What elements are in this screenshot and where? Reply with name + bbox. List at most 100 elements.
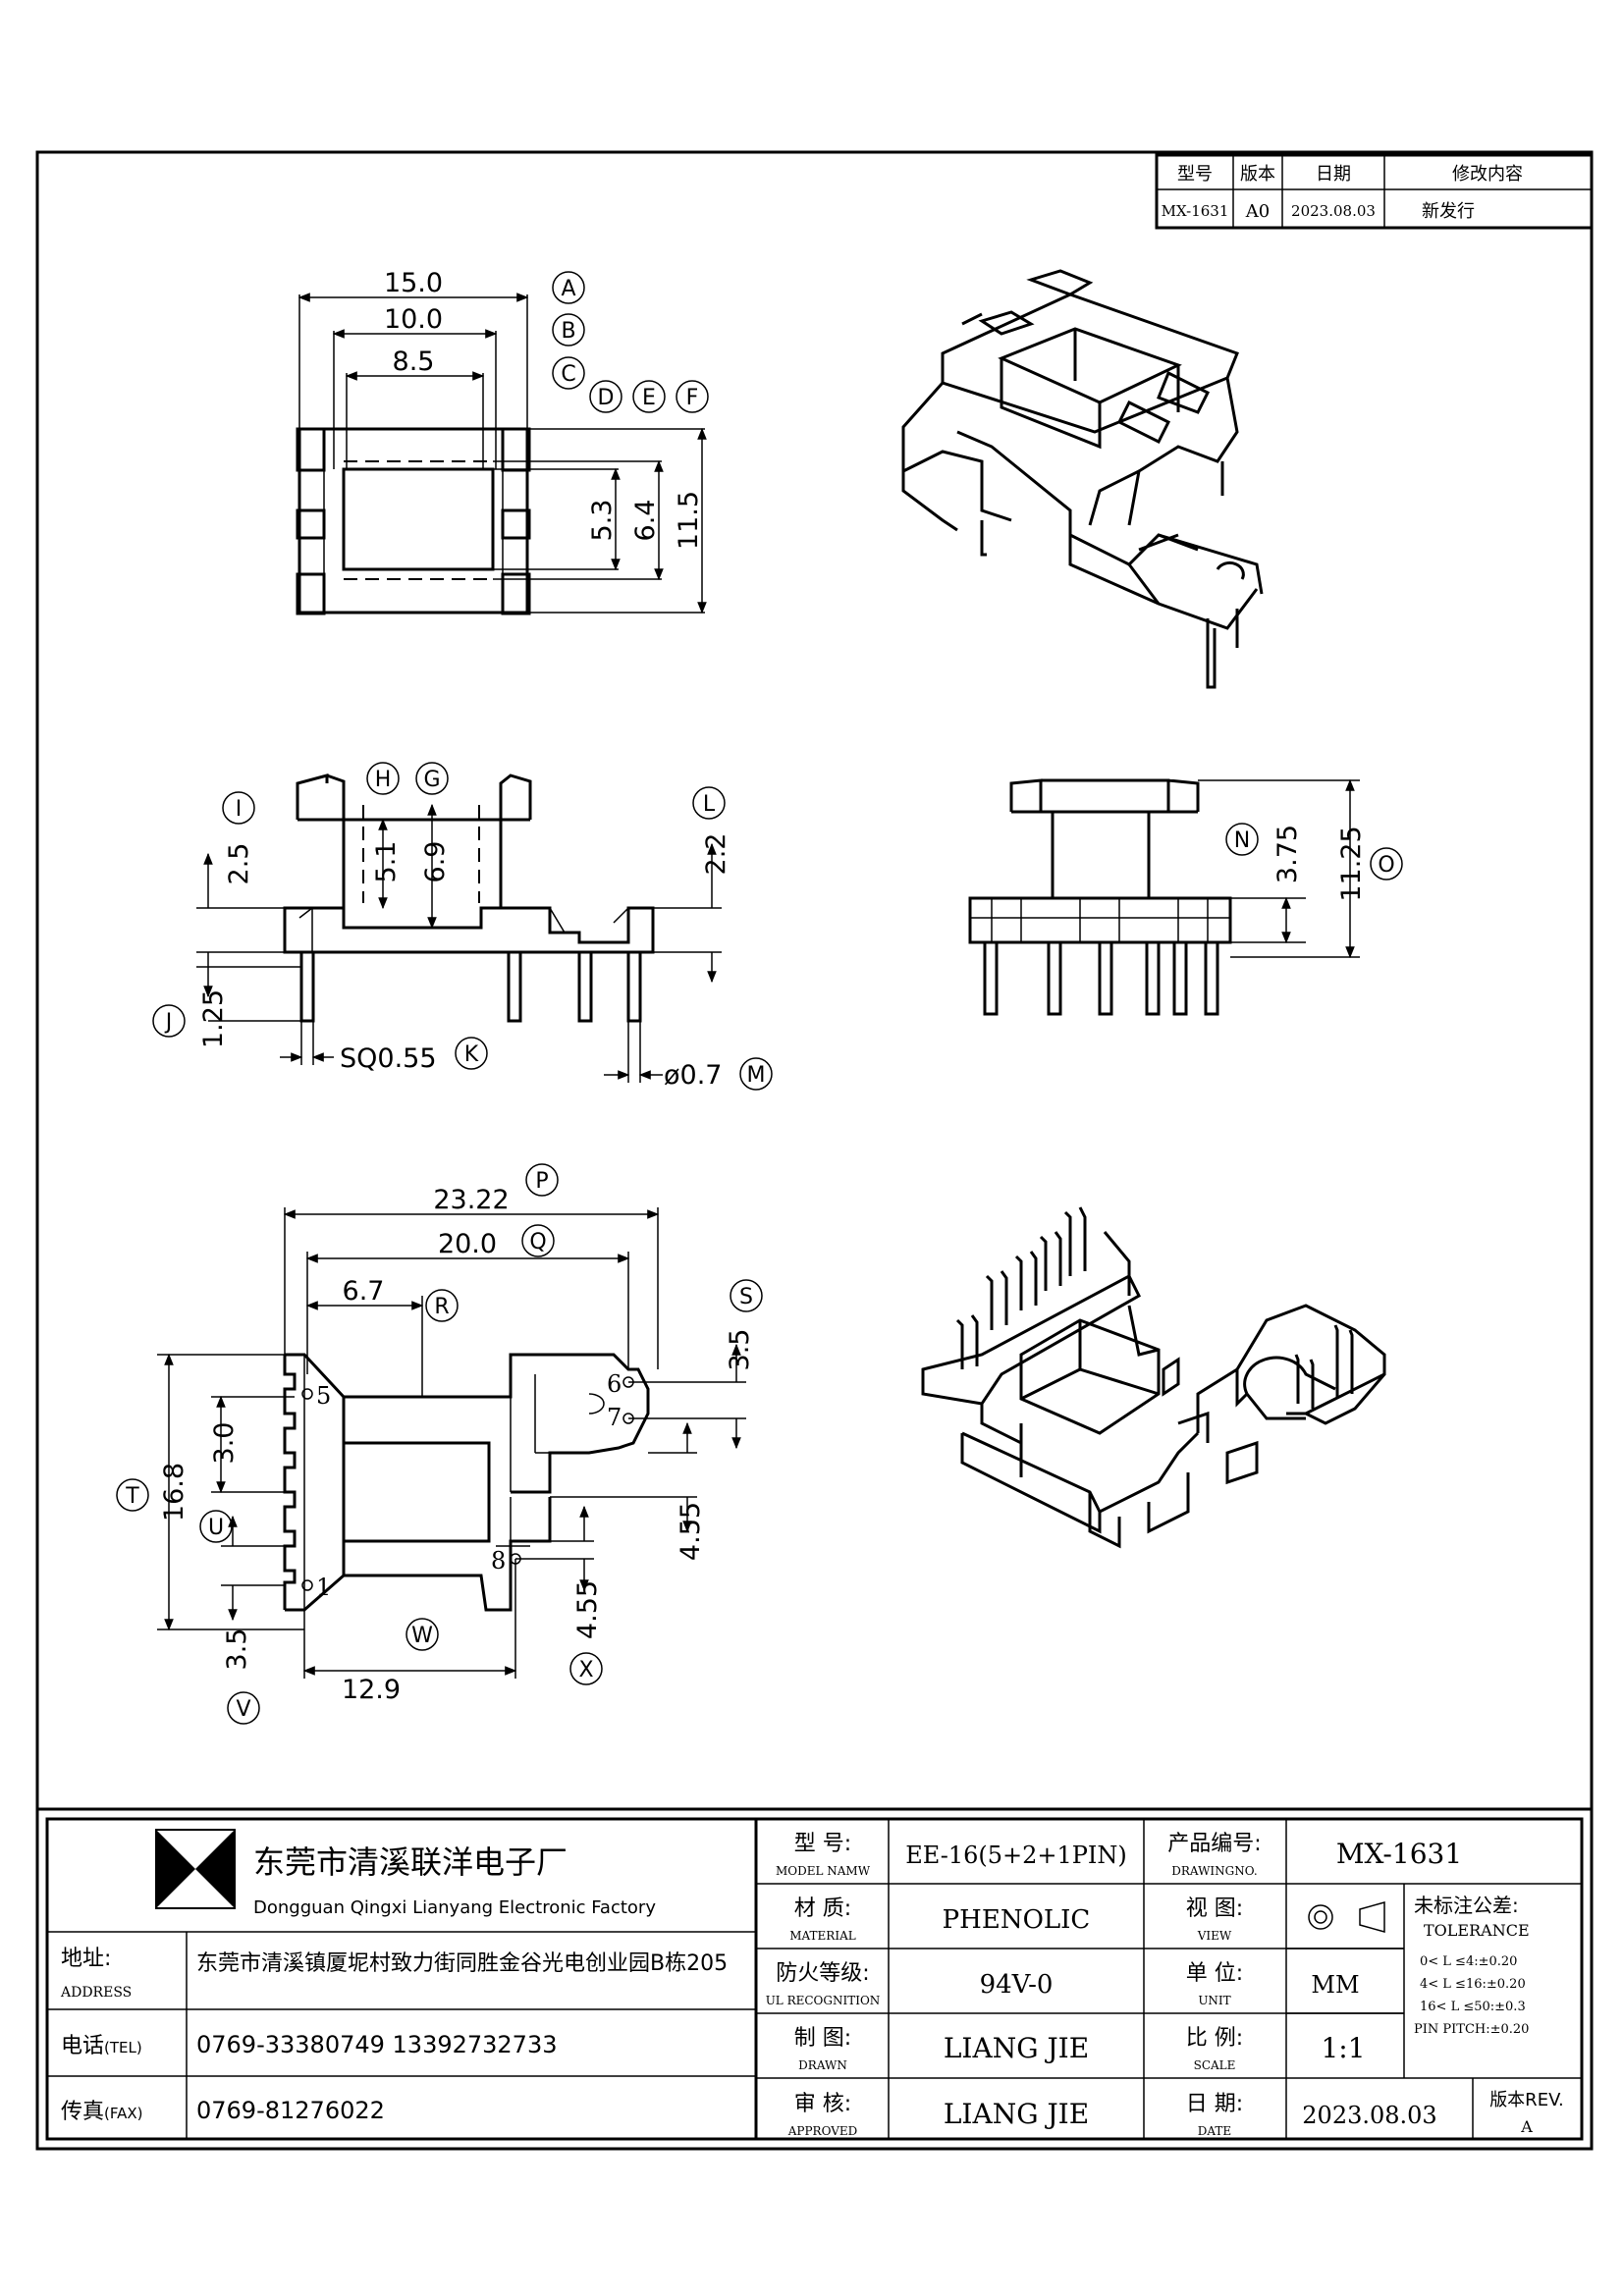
drawing-no-value: MX-1631 [1336,1838,1462,1870]
callout-I: I [236,797,243,822]
fax-value: 0769-81276022 [196,2097,385,2124]
tolerance-en: TOLERANCE [1424,1921,1530,1940]
dim-15-0: 15.0 [384,268,443,298]
callout-A: A [561,277,575,301]
dim-10-0: 10.0 [384,304,443,335]
dim-1-25: 1.25 [198,989,229,1048]
callout-Q: Q [529,1230,546,1255]
callout-D: D [598,386,615,410]
material-label-en: MATERIAL [789,1929,856,1943]
tolerance-line-1: 0< L ≤4:±0.20 [1420,1954,1517,1969]
scale-label-en: SCALE [1194,2058,1236,2072]
dim-3-0-right: 4.55 [676,1502,706,1561]
tolerance-line-3: 16< L ≤50:±0.3 [1420,2000,1526,2014]
callout-J: J [164,1010,173,1035]
material-label: 材 质: [794,1896,851,1921]
flame-label-en: UL RECOGNITION [766,1994,881,2007]
callout-U: U [208,1516,224,1540]
callout-O: O [1378,853,1394,878]
model-label: 型 号: [794,1832,851,1856]
callout-X: X [578,1658,593,1682]
company-name-en: Dongguan Qingxi Lianyang Electronic Fact… [253,1897,656,1918]
material-value: PHENOLIC [943,1905,1091,1935]
dim-11-25: 11.25 [1336,826,1367,901]
model-value: EE-16(5+2+1PIN) [905,1842,1127,1869]
callout-W: W [411,1624,433,1648]
dim-20-0: 20.0 [438,1229,497,1259]
drawing-no-label-en: DRAWINGNO. [1171,1864,1257,1878]
tel-value: 0769-33380749 13392732733 [196,2031,558,2058]
pin-7: 7 [607,1404,622,1431]
rev-cell-content: 新发行 [1422,201,1475,222]
drawn-label-en: DRAWN [798,2058,847,2072]
isometric-view-bottom [921,1206,1386,1549]
callout-P: P [535,1169,548,1194]
callout-G: G [423,768,440,792]
rev-value: A [1520,2117,1533,2136]
factory-logo [155,1829,236,1909]
dim-sq0-55: SQ0.55 [340,1043,437,1074]
dim-5-1: 5.1 [371,841,402,883]
pin-6: 6 [607,1370,622,1398]
address-label-en: ADDRESS [60,1985,132,2001]
dim-23-22: 23.22 [433,1185,509,1215]
revision-table: 型号 版本 日期 修改内容 MX-1631 A0 2023.08.03 新发行 [1155,153,1594,230]
rev-header-version: 版本 [1240,164,1275,185]
dim-3-75: 3.75 [1272,825,1303,883]
flame-value: 94V-0 [980,1970,1054,2000]
rev-label: 版本REV. [1489,2090,1564,2110]
dim-5-3: 5.3 [587,500,618,542]
address-value: 东莞市清溪镇厦坭村致力街同胜金谷光电创业园B栋205 [196,1951,728,1976]
approved-label: 审 核: [794,2092,851,2116]
title-block: 东莞市清溪联洋电子厂 Dongguan Qingxi Lianyang Elec… [35,1807,1594,2151]
pin-1: 1 [316,1574,331,1601]
date-value: 2023.08.03 [1302,2102,1436,2129]
top-view: 15.0 10.0 8.5 5.3 6.4 11.5 A B C D E F [296,268,709,615]
tolerance-line-4: PIN PITCH:±0.20 [1414,2022,1529,2037]
dim-2-2: 2.2 [701,833,731,876]
rev-cell-version: A0 [1245,201,1270,222]
dim-6-7: 6.7 [343,1276,385,1307]
unit-value: MM [1311,1971,1359,1999]
callout-E: E [642,386,656,410]
dim-6-4: 6.4 [630,500,661,542]
dim-11-5: 11.5 [674,491,704,550]
scale-label: 比 例: [1186,2026,1243,2051]
rev-header-model: 型号 [1177,164,1213,185]
callout-R: R [434,1295,449,1319]
dim-16-8: 16.8 [159,1463,189,1522]
dim-phi0-7: ø0.7 [664,1060,722,1091]
dim-2-5: 2.5 [224,843,254,885]
approved-value: LIANG JIE [944,2098,1089,2130]
isometric-view-top [901,269,1264,689]
dim-3-5-left: 3.5 [222,1629,252,1671]
rev-header-content: 修改内容 [1452,164,1523,185]
approved-label-en: APPROVED [787,2124,858,2138]
view-label-en: VIEW [1197,1929,1232,1943]
tolerance-line-2: 4< L ≤16:±0.20 [1420,1977,1526,1992]
rev-cell-model: MX-1631 [1162,202,1229,220]
address-label: 地址: [61,1947,111,1971]
callout-S: S [739,1285,753,1309]
projection-symbol-icon [1308,1901,1385,1933]
fax-label: 传真(FAX) [61,2100,143,2124]
callout-N: N [1234,828,1250,853]
date-label-en: DATE [1198,2124,1231,2138]
front-view: 2.5 1.25 5.1 6.9 2.2 SQ0.55 ø0.7 I H G L… [152,762,773,1091]
rev-header-date: 日期 [1316,164,1351,185]
bottom-view: 5 6 7 8 1 23.22 20.0 6.7 3.5 4.55 4.55 [116,1163,763,1725]
model-label-en: MODEL NAMW [776,1864,871,1878]
dim-8-5: 8.5 [393,347,435,377]
pin-8: 8 [491,1547,506,1575]
side-view: 3.75 11.25 N O [968,778,1403,1016]
rev-cell-date: 2023.08.03 [1291,202,1376,220]
callout-H: H [375,768,392,792]
dim-3-5-right: 3.5 [725,1329,755,1371]
view-label: 视 图: [1186,1896,1243,1921]
unit-label-en: UNIT [1198,1994,1230,2007]
callout-V: V [236,1697,250,1722]
dim-3-0-left: 3.0 [209,1422,240,1465]
callout-C: C [561,362,575,387]
callout-L: L [703,792,716,817]
